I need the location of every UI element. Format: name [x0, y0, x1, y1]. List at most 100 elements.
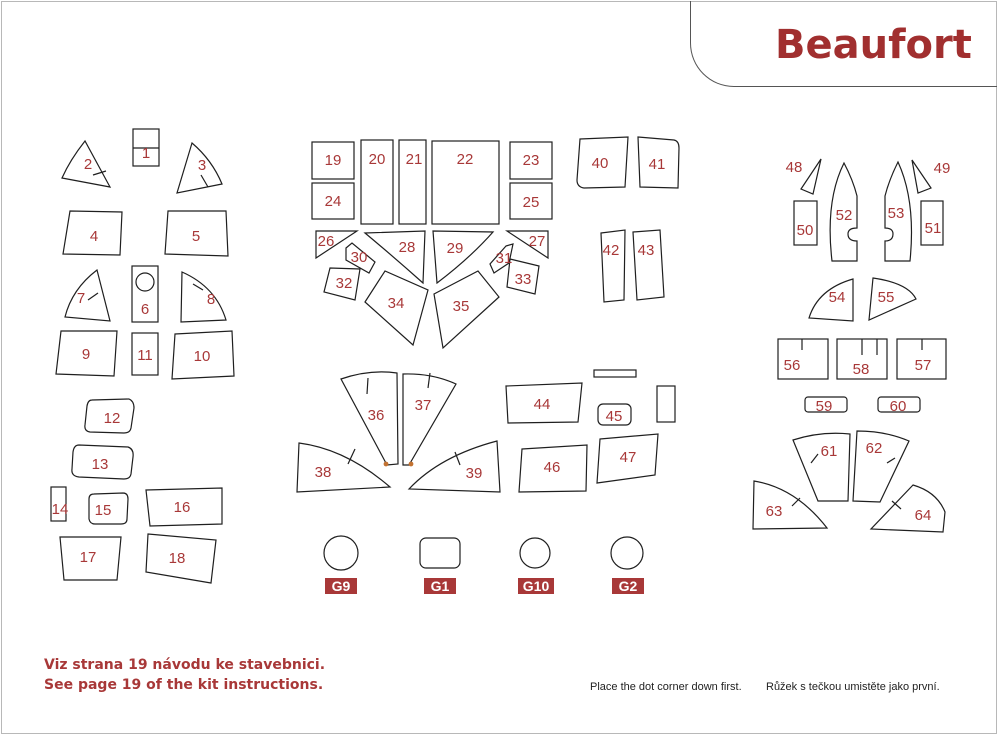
gauge-circle-g9 — [323, 535, 359, 571]
mask-outline-41 — [637, 136, 680, 189]
mask-outline-24 — [311, 182, 355, 220]
mask-tick-64 — [891, 500, 902, 510]
gauge-label-g1: G1 — [431, 578, 450, 594]
mask-outline-21 — [398, 139, 427, 225]
part-label-55: 55 — [878, 289, 895, 306]
part-label-50: 50 — [797, 222, 814, 239]
part-label-21: 21 — [406, 151, 423, 168]
mask-outline-12 — [84, 398, 135, 434]
part-label-20: 20 — [369, 151, 386, 168]
mask-outline-10 — [171, 330, 235, 380]
gauge-circle-g2 — [610, 536, 644, 570]
mask-outline-38 — [296, 442, 392, 493]
mask-outline-16 — [145, 487, 223, 527]
mask-outline-55 — [868, 277, 917, 321]
dot-hint-en: Place the dot corner down first. — [590, 681, 742, 693]
part-label-15: 15 — [95, 502, 112, 519]
gauge-badge-g2 — [612, 578, 644, 594]
mask-outline-3 — [176, 141, 223, 194]
part-label-48: 48 — [786, 159, 803, 176]
mask-outline-42 — [600, 229, 626, 303]
mask-outline-49 — [911, 159, 932, 194]
part-label-63: 63 — [766, 503, 783, 520]
part-label-52: 52 — [836, 207, 853, 224]
mask-outline-35 — [433, 270, 500, 350]
part-label-30: 30 — [351, 249, 368, 266]
part-label-45: 45 — [606, 408, 623, 425]
gauge-label-g10: G10 — [523, 578, 550, 594]
part-label-25: 25 — [523, 194, 540, 211]
mask-outline-54 — [808, 278, 854, 322]
mask-outline-34 — [364, 270, 429, 347]
mask-outline-11 — [131, 332, 159, 376]
part-label-56: 56 — [784, 357, 801, 374]
mask-outline-33 — [506, 258, 540, 295]
part-label-16: 16 — [174, 499, 191, 516]
mask-outline-36 — [340, 371, 399, 466]
mask-outline-48 — [800, 158, 822, 195]
part-label-38: 38 — [315, 464, 332, 481]
sheet-title: Beaufort — [775, 22, 972, 68]
mask-outline-25 — [509, 182, 553, 220]
part-label-46: 46 — [544, 459, 561, 476]
part-label-37: 37 — [415, 397, 432, 414]
mask-tick-3 — [200, 174, 209, 188]
mask-outline-64 — [869, 484, 946, 533]
part-label-18: 18 — [169, 550, 186, 567]
title-tab — [690, 1, 997, 87]
mask-outline-39 — [407, 440, 501, 493]
part-label-27: 27 — [529, 233, 546, 250]
mask-tick-38 — [347, 448, 356, 465]
mask-outline-26 — [315, 230, 360, 260]
mask-outline-side — [656, 385, 676, 423]
part-label-36: 36 — [368, 407, 385, 424]
mask-outline-47 — [596, 433, 659, 484]
part-label-29: 29 — [447, 240, 464, 257]
part-label-34: 34 — [388, 295, 405, 312]
mask-outline-27 — [504, 230, 549, 260]
part-label-62: 62 — [866, 440, 883, 457]
part-label-3: 3 — [198, 157, 206, 174]
part-label-47: 47 — [620, 449, 637, 466]
mask-outline-5 — [164, 210, 229, 257]
part-label-6: 6 — [141, 301, 149, 318]
gauge-label-g2: G2 — [619, 578, 638, 594]
mask-outline-46 — [518, 444, 588, 493]
mask-outline-28 — [363, 230, 426, 285]
mask-outline-13 — [71, 444, 134, 480]
part-label-1: 1 — [142, 145, 150, 162]
mask-outline-61 — [792, 432, 851, 502]
part-label-54: 54 — [829, 289, 846, 306]
part-label-43: 43 — [638, 242, 655, 259]
mask-tick-36 — [366, 377, 369, 395]
gauge-circle-g10 — [519, 537, 551, 569]
part-label-58: 58 — [853, 361, 870, 378]
part-label-35: 35 — [453, 298, 470, 315]
mask-outline-53 — [884, 160, 913, 262]
part-label-11: 11 — [137, 347, 153, 364]
part-label-61: 61 — [821, 443, 838, 460]
part-label-44: 44 — [534, 396, 551, 413]
part-label-51: 51 — [925, 220, 942, 237]
part-label-8: 8 — [207, 291, 215, 308]
mask-outline-7 — [64, 268, 111, 322]
part-label-19: 19 — [325, 152, 342, 169]
mask-outline-63 — [752, 480, 829, 530]
part-label-57: 57 — [915, 357, 932, 374]
part-label-42: 42 — [603, 242, 620, 259]
alignment-dot-37 — [408, 461, 414, 467]
part-label-41: 41 — [649, 156, 666, 173]
mask-outline-17 — [59, 536, 122, 581]
part-label-17: 17 — [80, 549, 97, 566]
part-label-31: 31 — [496, 250, 513, 267]
mask-tick-37 — [427, 372, 431, 389]
mask-outline-22 — [431, 140, 500, 225]
alignment-dot-36 — [383, 461, 389, 467]
gauge-rect-g1 — [419, 537, 461, 569]
mask-outline-45 — [597, 403, 632, 426]
gauge-badge-g1 — [424, 578, 456, 594]
mask-outline-20 — [360, 139, 394, 225]
